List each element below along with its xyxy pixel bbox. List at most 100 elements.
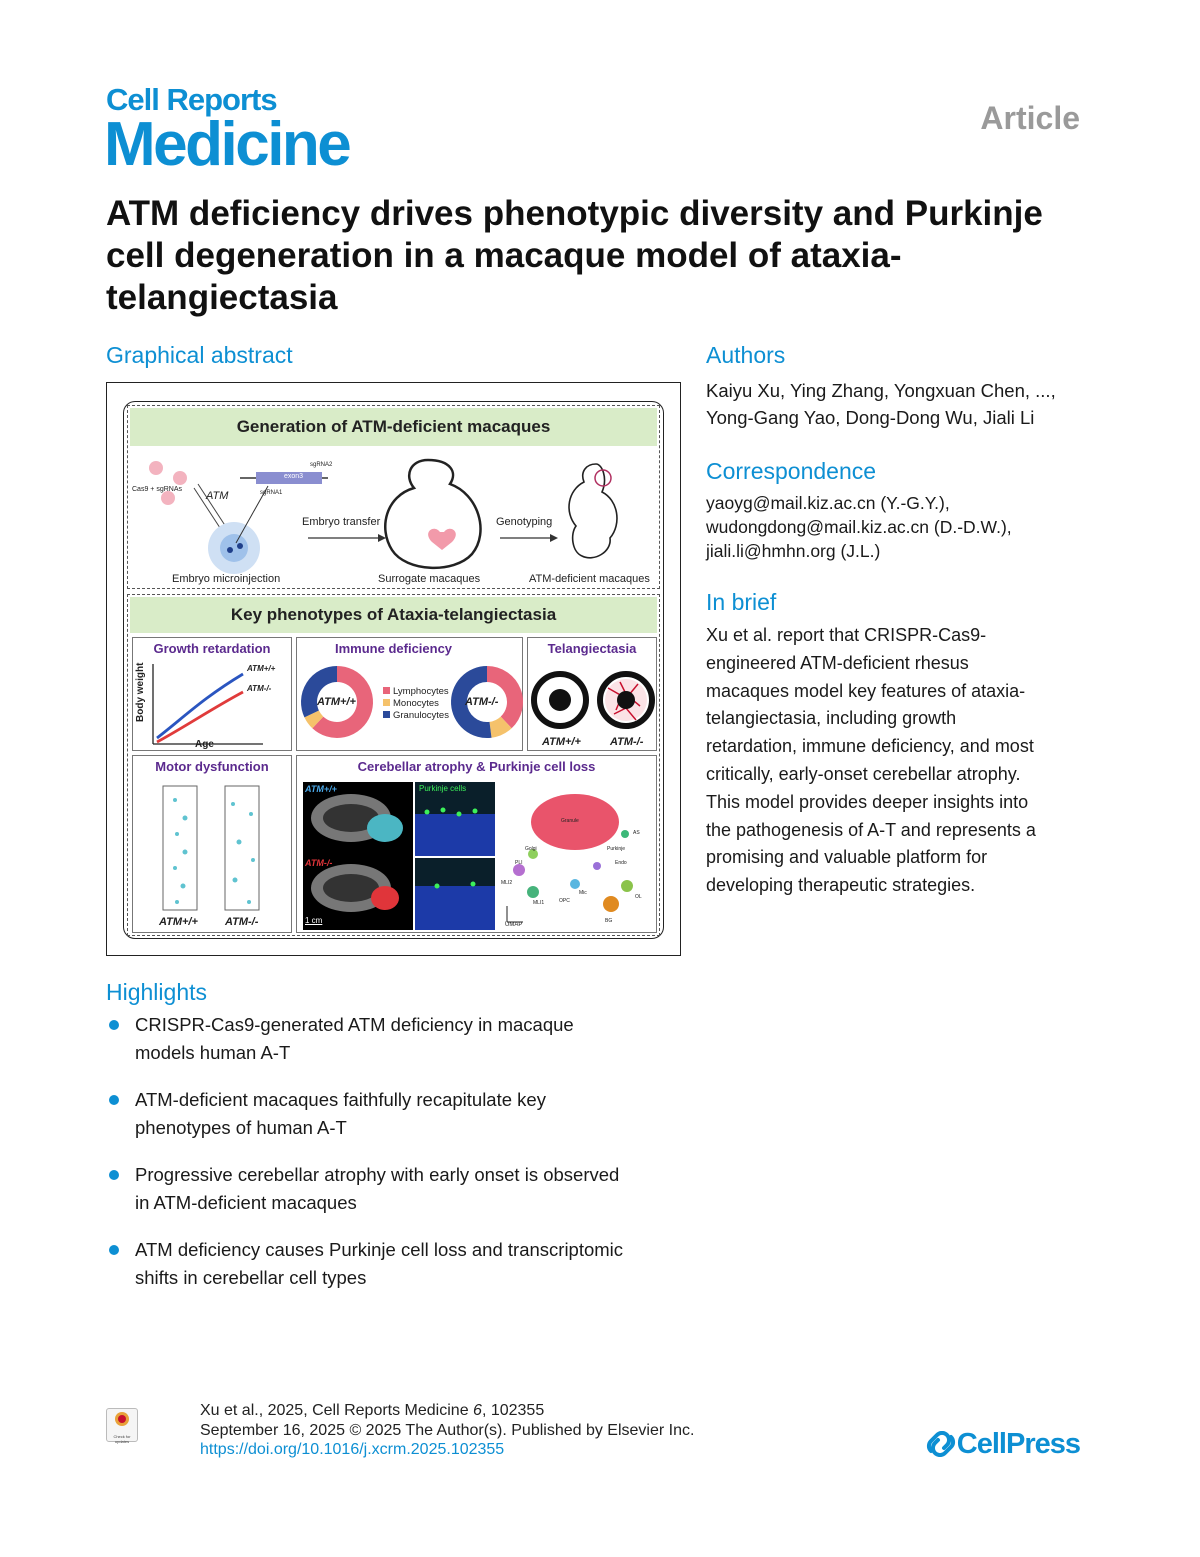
highlight-line: models human A-T [135,1042,291,1063]
article-title: ATM deficiency drives phenotypic diversi… [106,194,1043,317]
highlight-line: ATM deficiency causes Purkinje cell loss… [135,1239,624,1260]
legend-granulocytes: Granulocytes [383,710,449,722]
cluster-mic: Mic [579,890,587,896]
growth-curve-chart [152,664,263,745]
immune-title: Immune deficiency [335,641,453,656]
immune-wt-slice-0 [312,666,373,738]
cluster-mli2: MLI2 [501,880,513,886]
graphical-abstract-figure: Generation of ATM-deficient macaques [106,382,681,956]
deficient-macaques-label: ATM-deficient macaques [529,573,650,585]
phenotypes-band-title: Key phenotypes of Ataxia-telangiectasia [130,597,657,633]
growth-retardation-subpanel: Growth retardation Body weight Age ATM+/… [132,637,292,751]
growth-ko-label: ATM-/- [247,684,272,693]
cluster-granule: Granule [561,818,579,824]
cluster-mli1: MLI1 [533,900,545,906]
atm-gene-label: ATM [206,490,229,502]
in-brief-line: the pathogenesis of A-T and represents a [706,819,1036,840]
check-updates-icon [115,1412,129,1426]
cerebellar-atrophy-subpanel: Cerebellar atrophy & Purkinje cell loss [296,755,657,933]
email-wudongdong[interactable]: wudongdong@mail.kiz.ac.cn (D.-D.W.), [706,517,1012,537]
cereb-title: Cerebellar atrophy & Purkinje cell loss [357,759,596,774]
in-brief-line: critically, early-onset cerebellar atrop… [706,763,1021,784]
cellpress-logo: CellPress [925,1428,1081,1461]
immune-wt-slice-2 [301,666,338,718]
in-brief-line: retardation, immune deficiency, and most [706,736,1034,757]
immune-ko-label: ATM-/- [465,696,499,708]
correspondence-list: yaoyg@mail.kiz.ac.cn (Y.-G.Y.), wudongdo… [706,491,1012,563]
graphical-abstract-inner: Generation of ATM-deficient macaques [123,401,664,939]
in-brief-text: Xu et al. report that CRISPR-Cas9- engin… [706,622,1036,900]
purkinje-label: Purkinje cells [419,784,467,793]
growth-wt-label: ATM+/+ [247,664,276,673]
in-brief-line: Xu et al. report that CRISPR-Cas9- [706,625,987,645]
in-brief-line: macaques model key features of ataxia- [706,680,1026,701]
highlight-line: Progressive cerebellar atrophy with earl… [135,1164,620,1185]
surrogate-label: Surrogate macaques [378,573,481,585]
cluster-ol: OL [635,894,642,900]
in-brief-heading: In brief [706,589,777,615]
bullet-icon [109,1095,119,1105]
journal-name-line1: Cell Reports [106,82,278,117]
cereb-ko-label: ATM-/- [305,858,333,868]
growth-title: Growth retardation [153,641,271,656]
cereb-wt-label: ATM+/+ [305,784,337,794]
telang-ko-label: ATM-/- [610,736,644,748]
citation-footer: Xu et al., 2025, Cell Reports Medicine 6… [200,1401,694,1460]
genotyping-label: Genotyping [496,516,553,528]
graphical-abstract-heading: Graphical abstract [106,342,293,368]
check-for-updates-badge[interactable]: Check for updates [106,1408,138,1444]
sgrna2-label: sgRNA2 [310,462,333,468]
cluster-endo: Endo [615,860,627,866]
sgrna1-label: sgRNA1 [260,490,283,496]
generation-band-title: Generation of ATM-deficient macaques [130,408,657,446]
legend-lymphocytes: Lymphocytes [383,686,449,698]
cellpress-wordmark: CellPress [956,1428,1081,1460]
immune-deficiency-subpanel: Immune deficiency ATM+/+ ATM-/- Lymphocy… [296,637,523,751]
footprint-tracks [162,785,260,911]
citation-line: Xu et al., 2025, Cell Reports Medicine 6… [200,1401,694,1421]
highlight-line: in ATM-deficient macaques [135,1192,357,1213]
check-updates-label: Check for updates [113,1434,131,1444]
growth-wt-curve [156,672,244,740]
citation-volume: 6 [473,1402,482,1419]
cluster-purkinje: Purkinje [607,846,626,852]
in-brief-line: promising and valuable platform for [706,847,988,868]
in-brief-line: developing therapeutic strategies. [706,875,976,896]
article-type: Article [980,100,1080,136]
cluster-bg: BG [605,918,613,924]
immune-ko-slice-1 [488,716,512,738]
journal-name-line2: Medicine [104,110,352,179]
cellpress-link-icon [926,1430,955,1458]
generation-panel: Generation of ATM-deficient macaques [127,405,660,589]
immune-donut-charts [301,666,523,738]
motor-dysfunction-subpanel: Motor dysfunction ATM+/+ ATM-/- [132,755,292,933]
doi-link[interactable]: https://doi.org/10.1016/j.xcrm.2025.1023… [200,1441,505,1458]
growth-ylabel: Body weight [135,662,146,722]
motor-wt-label: ATM+/+ [159,916,198,928]
in-brief-line: engineered ATM-deficient rhesus [706,652,969,673]
citation-article-number: , 102355 [481,1402,545,1419]
bullet-icon [109,1020,119,1030]
telangiectasia-subpanel: Telangiectasia ATM+/+ ATM-/- [527,637,657,751]
growth-ko-curve [156,690,244,744]
growth-xlabel: Age [195,739,214,750]
highlight-line: CRISPR-Cas9-generated ATM deficiency in … [135,1014,574,1035]
immune-wt-label: ATM+/+ [317,696,356,708]
citation-text: Xu et al., 2025, Cell Reports Medicine [200,1402,474,1419]
highlight-line: ATM-deficient macaques faithfully recapi… [135,1089,546,1110]
highlight-item: Progressive cerebellar atrophy with earl… [106,1161,696,1217]
bullet-icon [109,1170,119,1180]
legend-monocytes: Monocytes [383,698,449,710]
highlight-line: phenotypes of human A-T [135,1117,347,1138]
in-brief-line: This model provides deeper insights into [706,791,1029,812]
cluster-golgi: Golgi [525,846,537,852]
correspondence-heading: Correspondence [706,458,877,484]
phenotypes-panel: Key phenotypes of Ataxia-telangiectasia … [127,594,660,936]
email-yaoyg[interactable]: yaoyg@mail.kiz.ac.cn (Y.-G.Y.), [706,493,950,513]
cerebellum-images [303,782,633,930]
scale-bar-label: 1 cm [305,916,323,925]
authors-line-2: Yong-Gang Yao, Dong-Dong Wu, Jiali Li [706,407,1035,428]
authors-line-1: Kaiyu Xu, Ying Zhang, Yongxuan Chen, ...… [706,380,1056,401]
email-jiali[interactable]: jiali.li@hmhn.org (J.L.) [706,541,881,561]
embryo-transfer-label: Embryo transfer [302,516,381,528]
